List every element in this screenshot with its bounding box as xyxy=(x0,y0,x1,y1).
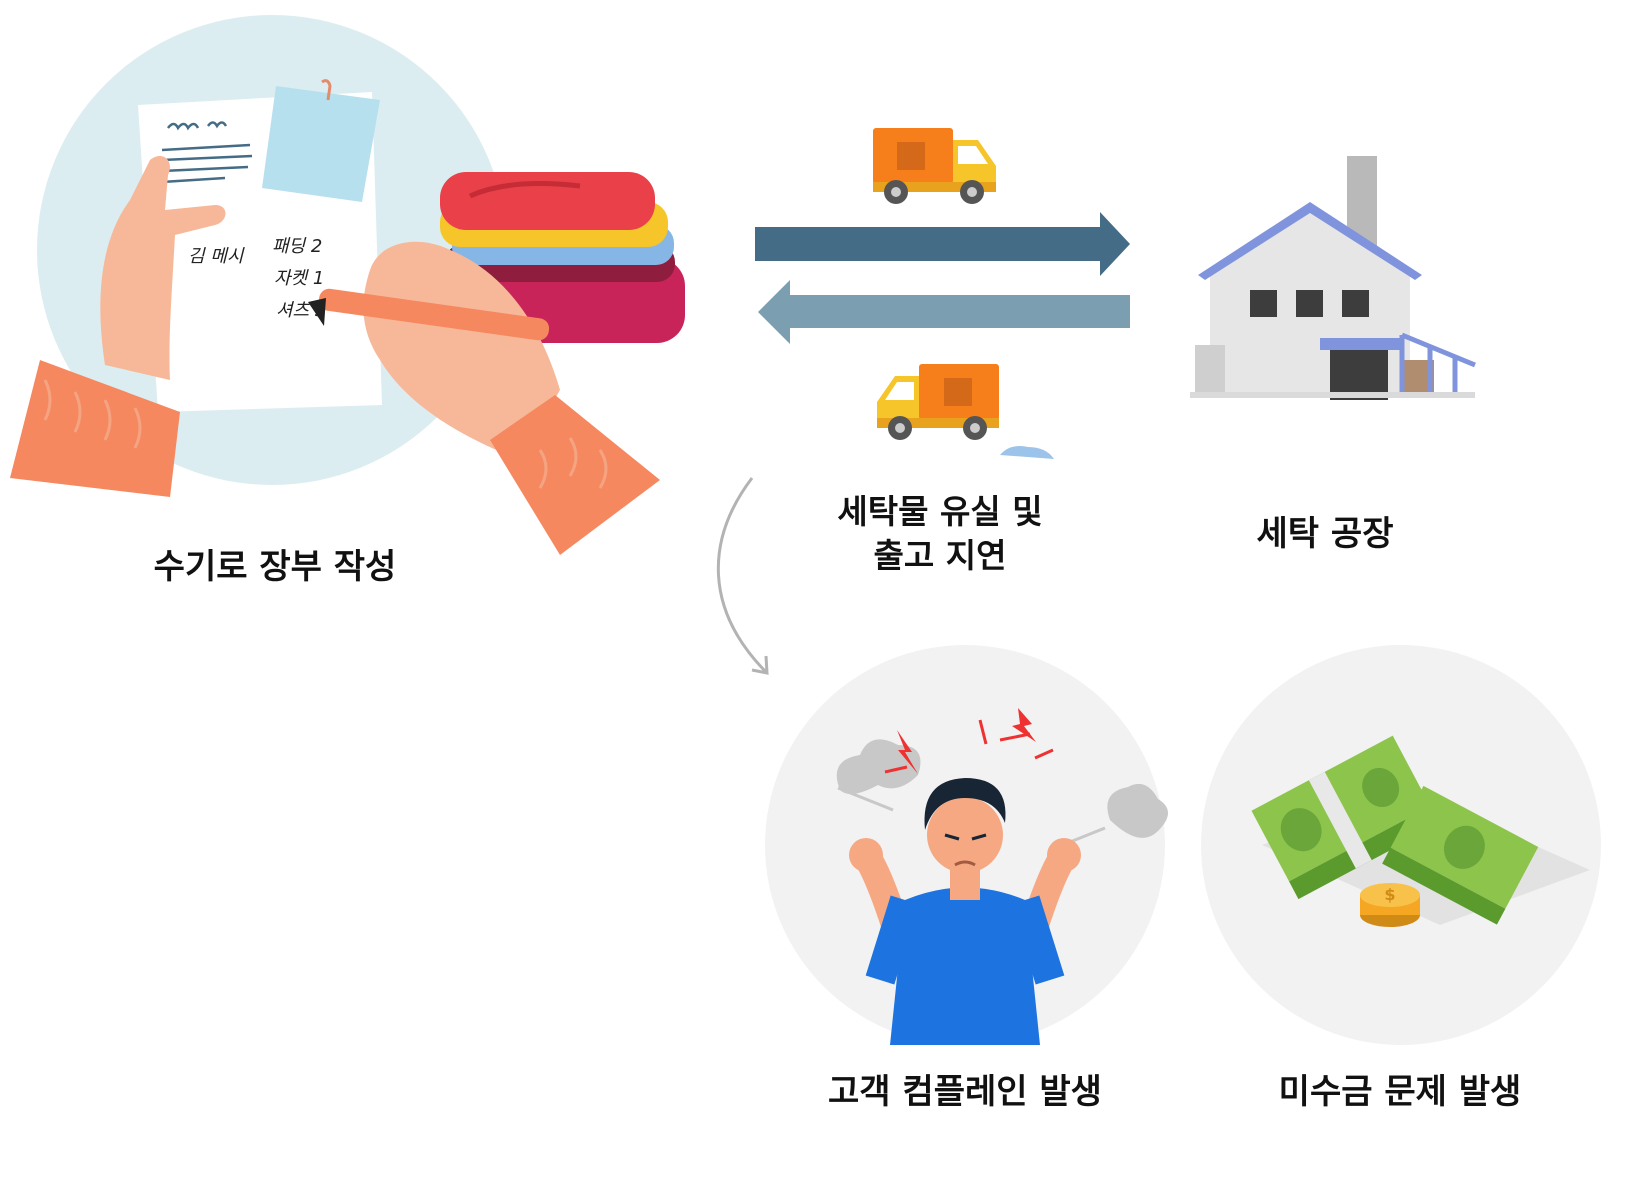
manual-ledger-illustration: 김 메시 패딩 2 자켓 1 셔츠 3 xyxy=(10,15,685,555)
ledger-item: 자켓 1 xyxy=(274,268,324,289)
arrow-from-factory xyxy=(758,280,1130,344)
svg-text:$: $ xyxy=(1384,885,1395,904)
notepad: 김 메시 패딩 2 자켓 1 셔츠 3 xyxy=(138,79,382,412)
laundry-factory-illustration xyxy=(1190,156,1476,400)
right-hand-with-pen xyxy=(308,241,660,555)
ledger-customer-name: 김 메시 xyxy=(188,246,245,267)
caption-unpaid-problem: 미수금 문제 발생 xyxy=(1278,1072,1522,1112)
folded-laundry-stack xyxy=(440,172,685,343)
lightning-icon xyxy=(897,730,918,774)
lightning-icon xyxy=(1012,708,1036,742)
dropped-laundry xyxy=(1000,446,1054,459)
caption-customer-complaint: 고객 컴플레인 발생 xyxy=(828,1072,1102,1112)
angry-customer-illustration xyxy=(765,645,1168,1045)
caption-laundry-loss-line2: 출고 지연 xyxy=(873,536,1007,575)
caption-manual-ledger: 수기로 장부 작성 xyxy=(153,547,397,587)
ledger-item: 패딩 2 xyxy=(272,236,322,257)
truck-from-factory xyxy=(877,364,1054,459)
unpaid-money-illustration: $ xyxy=(1201,645,1601,1045)
caption-laundry-loss-line1: 세탁물 유실 및 xyxy=(837,492,1043,531)
arrow-to-factory xyxy=(755,212,1130,276)
left-hand xyxy=(10,155,226,497)
curved-flow-arrow xyxy=(716,477,768,674)
truck-to-factory xyxy=(873,128,996,204)
caption-laundry-factory: 세탁 공장 xyxy=(1256,514,1394,554)
